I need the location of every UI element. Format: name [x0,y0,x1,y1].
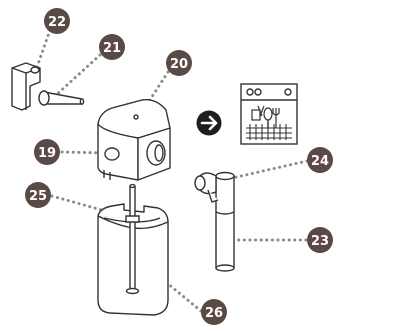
arrow-right-circle-icon [196,110,222,136]
callout-19: 19 [34,139,60,165]
callout-24: 24 [307,147,333,173]
part-20-filter-head [97,99,171,181]
callout-21-label: 21 [103,41,121,56]
callout-badges: 22 21 20 19 25 24 23 26 [25,8,333,325]
callout-24-label: 24 [311,154,329,169]
callout-23: 23 [307,227,333,253]
part-25-rod [125,183,140,295]
dishwasher-icon [240,83,298,145]
part-24-valve [194,172,219,203]
callout-25-label: 25 [29,189,47,204]
callout-22-label: 22 [48,15,66,30]
callout-19-label: 19 [38,146,56,161]
callout-26: 26 [201,299,227,325]
leader-line-21 [53,53,102,98]
callout-20-label: 20 [170,57,188,72]
callout-22: 22 [44,8,70,34]
leader-line-24 [226,159,309,181]
callout-26-label: 26 [205,306,223,321]
callout-20: 20 [166,50,192,76]
leader-line-19 [60,150,106,155]
callout-23-label: 23 [311,234,329,249]
part-22-bracket [11,62,41,111]
leader-line-22 [34,28,52,72]
callout-25: 25 [25,182,51,208]
part-23-tube [215,171,235,272]
callout-21: 21 [99,34,125,60]
part-21-nozzle [38,90,85,106]
